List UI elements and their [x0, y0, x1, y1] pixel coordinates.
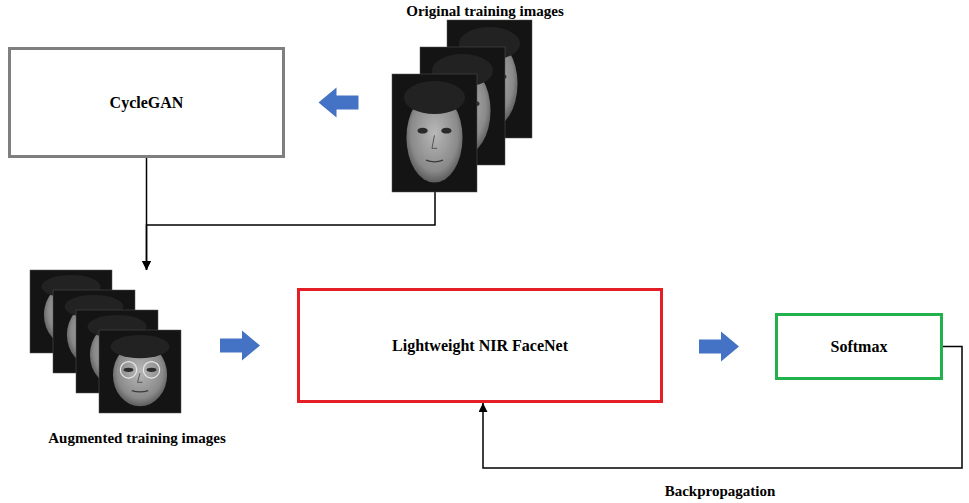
mouth — [132, 391, 148, 392]
box-label: Lightweight NIR FaceNet — [392, 337, 568, 355]
box-label: CycleGAN — [110, 94, 184, 112]
softmax-box: Softmax — [775, 313, 943, 380]
photo-frame — [99, 330, 181, 413]
image-stack: Original training images — [392, 20, 532, 192]
eye — [124, 368, 134, 372]
process-box: CycleGAN — [8, 47, 285, 158]
box-label: Softmax — [831, 338, 888, 356]
face-photo — [392, 74, 477, 192]
block-arrow — [319, 88, 359, 118]
flow-arrow — [147, 192, 436, 270]
photo-frame — [392, 74, 477, 192]
block-arrow — [220, 331, 260, 361]
nose — [432, 135, 437, 148]
glasses — [143, 362, 159, 378]
hair — [404, 81, 465, 114]
hair — [110, 335, 169, 358]
mouth — [426, 160, 443, 162]
nose — [138, 373, 143, 382]
eye — [441, 128, 451, 134]
edge-label: Backpropagation — [662, 483, 779, 500]
face-photo — [99, 330, 181, 413]
glasses — [120, 362, 136, 378]
image-stack: Augmented training images — [30, 270, 183, 413]
network-box: Lightweight NIR FaceNet — [297, 288, 663, 403]
eye — [147, 368, 157, 372]
face-photos — [392, 20, 532, 192]
image-caption: Augmented training images — [48, 430, 226, 447]
image-caption: Original training images — [406, 3, 564, 20]
eye — [418, 128, 428, 134]
block-arrow — [699, 332, 739, 362]
face-photos — [30, 270, 183, 413]
